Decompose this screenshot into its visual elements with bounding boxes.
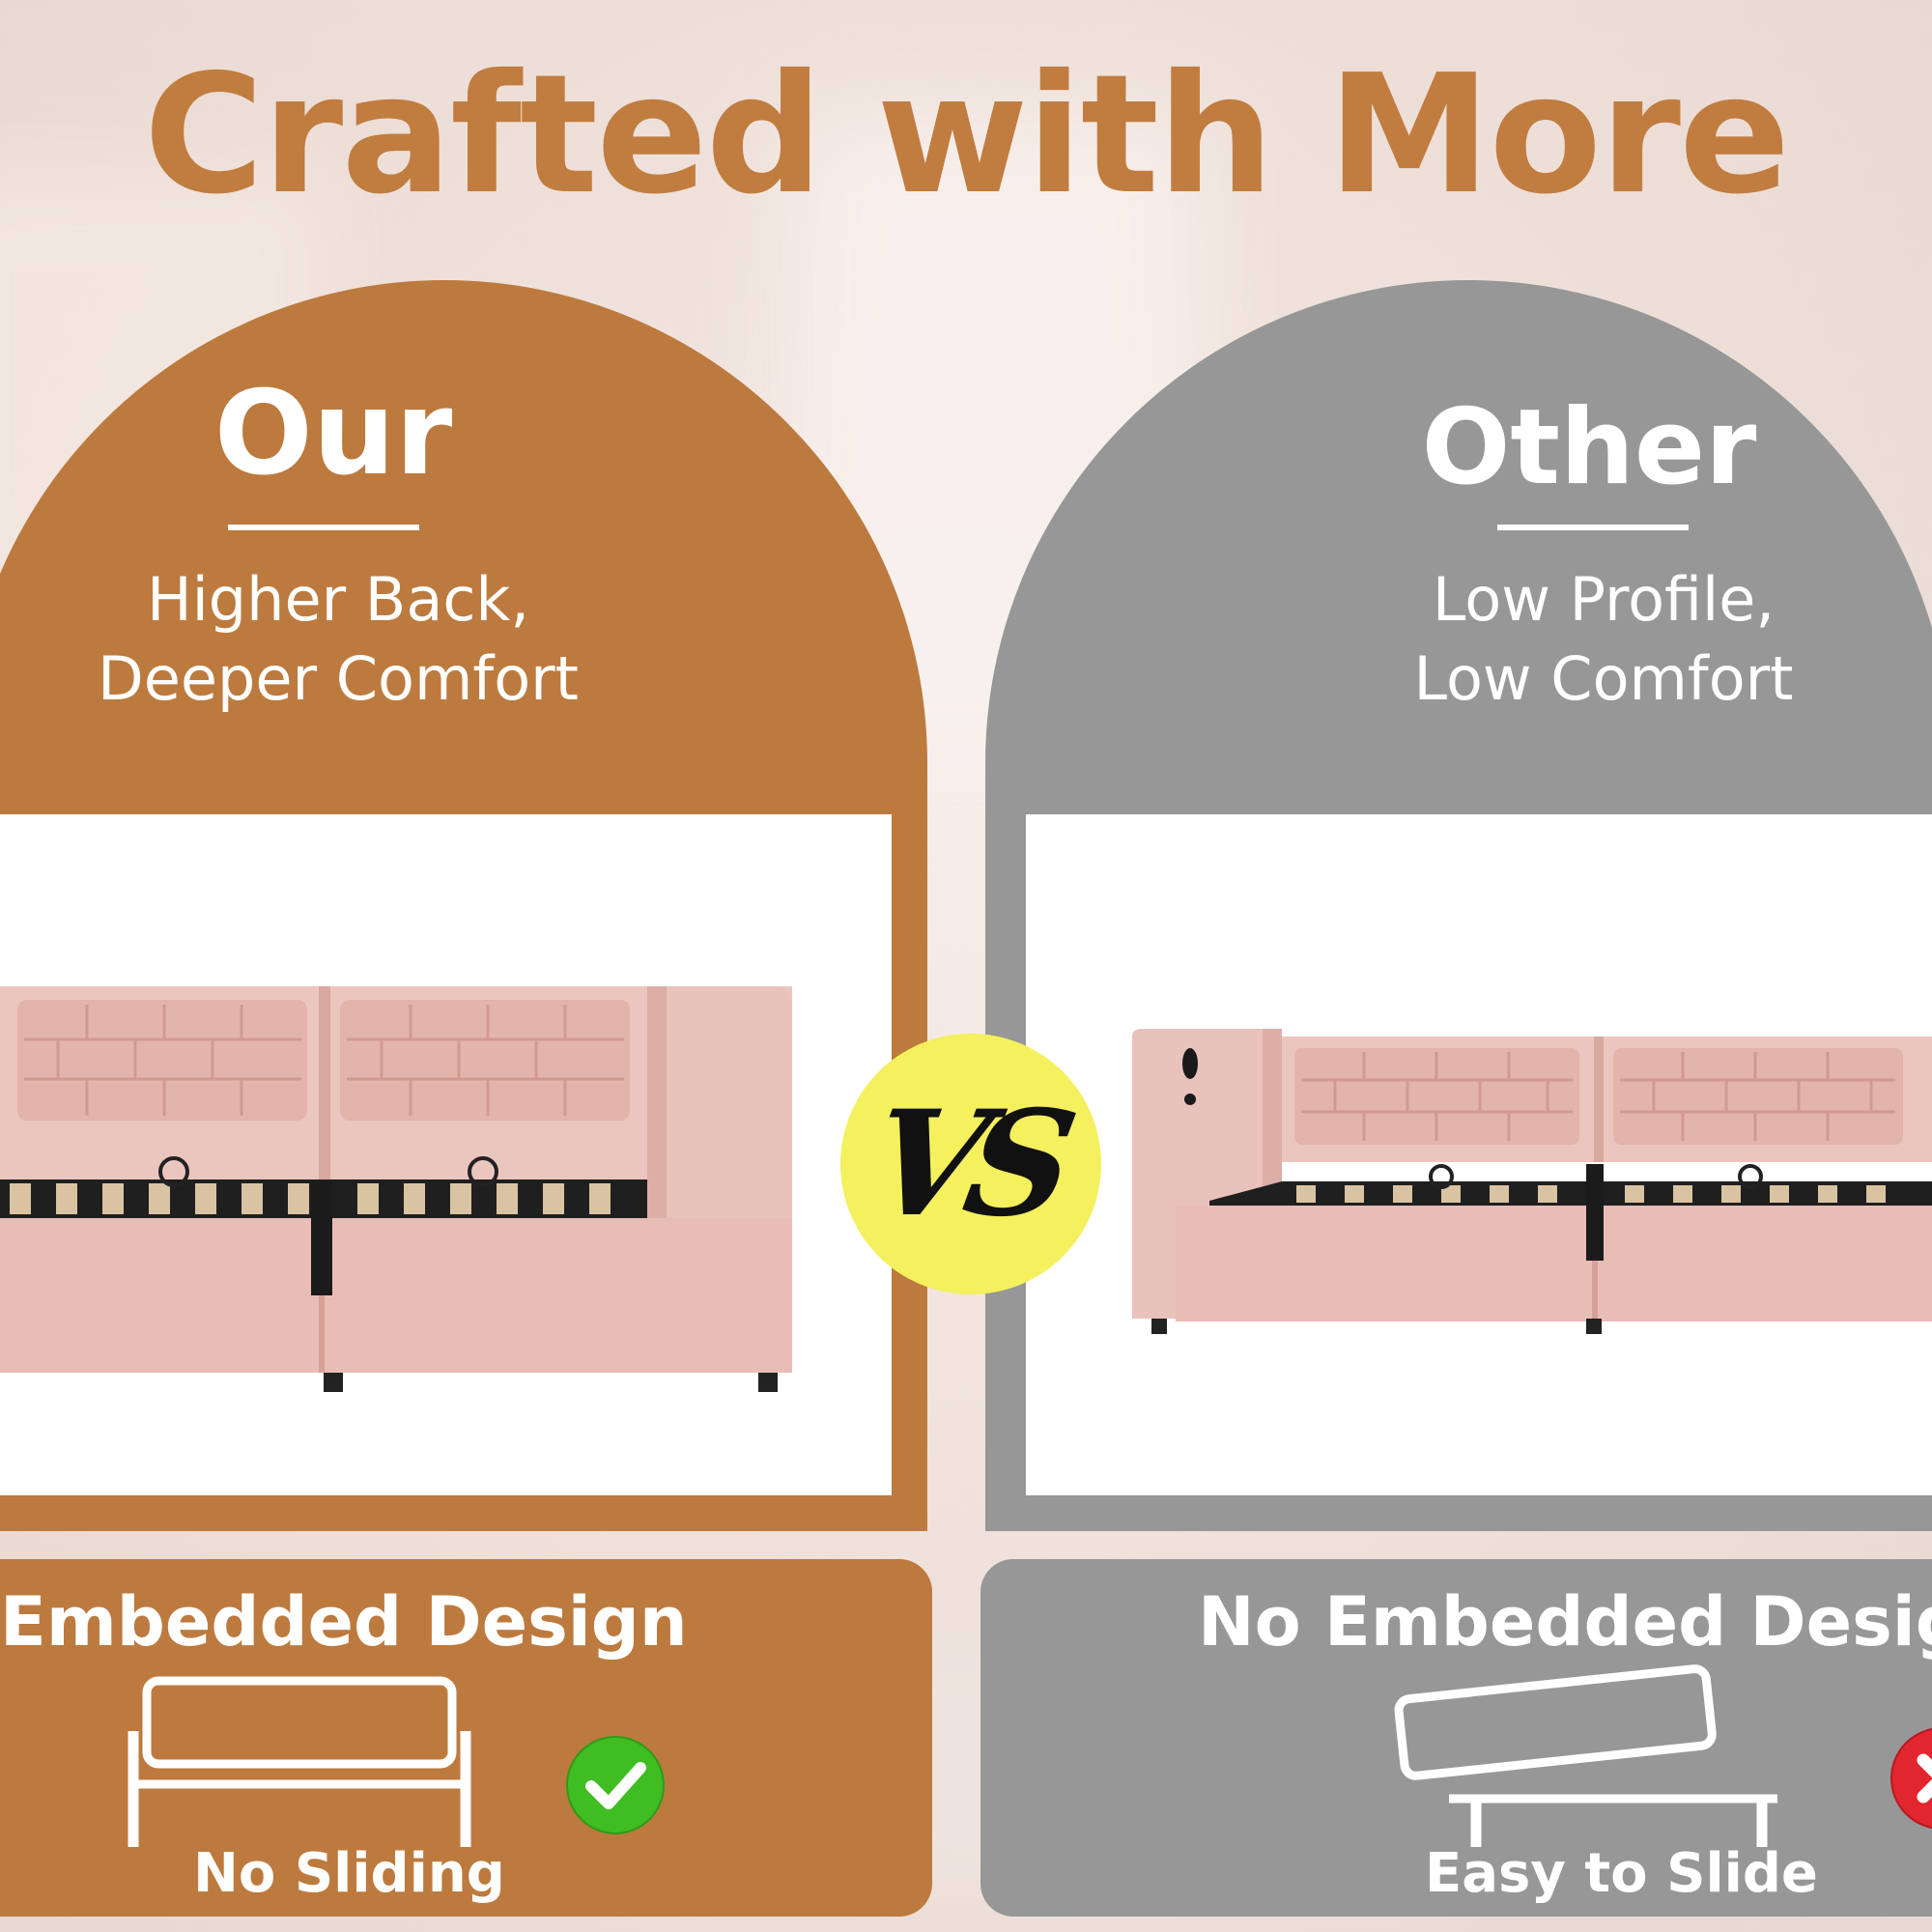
vs-badge: VS: [840, 1034, 1101, 1294]
ours-subtitle-line1: Higher Back,: [146, 564, 530, 635]
ours-product-image: [0, 814, 892, 1495]
vs-label: VS: [858, 1079, 1070, 1249]
other-feature-title: No Embedded Design: [1198, 1582, 1932, 1662]
ours-feature-panel: Embedded Design No Sliding: [0, 1559, 932, 1917]
check-icon: [566, 1736, 665, 1834]
other-subtitle-line1: Low Profile,: [1432, 564, 1776, 635]
ours-heading: Our: [213, 367, 453, 501]
other-product-image: [1026, 814, 1932, 1495]
page-title: Crafted with More: [143, 40, 1791, 231]
ours-heading-divider: [228, 525, 419, 530]
other-heading-divider: [1497, 525, 1689, 530]
other-subtitle-line2: Low Comfort: [1413, 643, 1794, 714]
ours-feature-caption: No Sliding: [193, 1842, 505, 1905]
ours-daybed-illustration: [0, 986, 792, 1392]
cross-icon: [1890, 1727, 1932, 1830]
other-feature-caption: Easy to Slide: [1425, 1842, 1818, 1905]
other-heading: Other: [1421, 387, 1757, 508]
ours-subtitle-line2: Deeper Comfort: [98, 643, 579, 714]
embedded-frame-icon: [128, 1676, 471, 1847]
other-feature-panel: No Embedded Design Easy to Slide: [980, 1559, 1932, 1917]
sliding-frame-icon: [1394, 1664, 1777, 1847]
ours-feature-title: Embedded Design: [0, 1582, 688, 1662]
ours-subtitle: Higher Back, Deeper Comfort: [29, 560, 647, 719]
other-daybed-illustration: [1132, 1029, 1932, 1334]
other-subtitle: Low Profile, Low Comfort: [1294, 560, 1913, 719]
